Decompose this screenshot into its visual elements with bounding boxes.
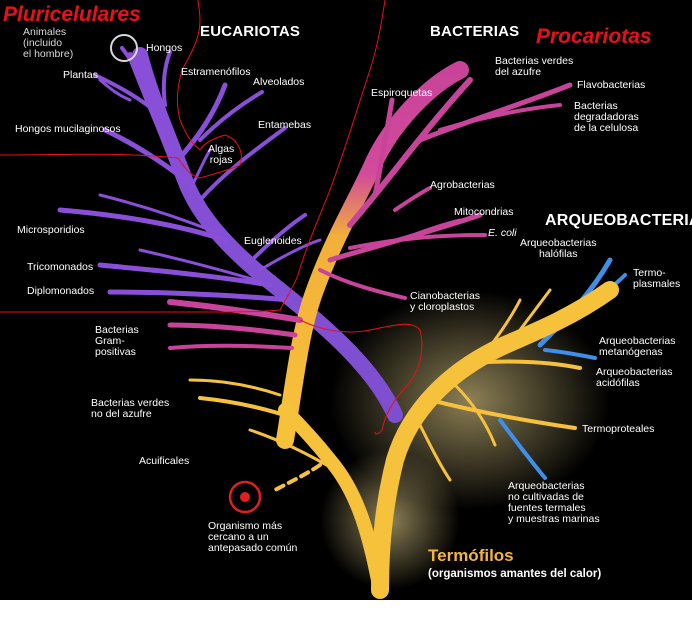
branch-alveolados (198, 90, 264, 142)
label-termoproteales: Termoproteales (582, 423, 655, 435)
root-left (278, 403, 387, 597)
label-diplomonados: Diplomonados (27, 285, 95, 297)
branch-flavobacterias (417, 82, 573, 143)
label-acuificales: Acuificales (139, 455, 190, 467)
thermophiles-title: Termófilos (428, 546, 514, 565)
tree-of-life-diagram: Pluricelulares Procariotas EUCARIOTAS BA… (0, 0, 692, 600)
branch-ecoli (348, 233, 487, 250)
branch-agrobacterias (393, 186, 432, 212)
domain-eucariotas: EUCARIOTAS (200, 23, 301, 40)
label-entamebas: Entamebas (258, 119, 312, 131)
label-bacterias-verdes-no-azufre: Bacterias verdes no del azufre (91, 397, 170, 420)
label-metanogenas: Arqueobacterias metanógenas (599, 335, 676, 358)
label-microsporidios: Microsporidios (17, 224, 85, 236)
branch-hongos-sub (120, 46, 152, 97)
bacteria-branches (167, 61, 573, 449)
bacteria-trunk (276, 61, 469, 449)
branch-euglenoides-sub (258, 238, 322, 272)
branch-acuificales (248, 428, 337, 472)
branch-acidofilas (458, 359, 582, 370)
label-no-cultivadas: Arqueobacterias no cultivadas de fuentes… (508, 480, 600, 525)
branch-archaea-sub (478, 298, 522, 362)
branch-plantas-sub (98, 78, 132, 102)
label-euglenoides: Euglenoides (244, 235, 302, 247)
branch-termoproteales (428, 398, 577, 430)
thermophile-branches (188, 281, 619, 599)
branch-root-sub (418, 423, 452, 482)
label-animales: Animales (incluido el hombre) (23, 26, 74, 60)
branch-hongos-mucilaginosos (102, 127, 188, 183)
outline-eukaryote-top (0, 0, 242, 179)
label-acidofilas: Arqueobacterias acidófilas (596, 366, 673, 389)
branch-degradadoras (438, 103, 562, 132)
branch-no-cultivadas (498, 418, 547, 480)
root-trunk (371, 281, 619, 599)
branch-microsporidios (57, 207, 228, 243)
label-algas-rojas: Algas rojas (208, 143, 235, 166)
branch-bacterias-verdes (347, 77, 473, 228)
branch-verdes-no-azufre-2 (188, 378, 282, 397)
label-mitocondrias: Mitocondrias (454, 206, 514, 218)
branch-ecoli-sub (398, 218, 462, 242)
branch-estramenofilos (175, 82, 228, 163)
ancestor-dashed-link (273, 463, 322, 492)
label-ecoli: E. coli (488, 227, 517, 239)
thermophiles-subtitle: (organismos amantes del calor) (428, 568, 602, 580)
branch-plantas (93, 73, 162, 117)
label-espiroquetas: Espiroquetas (371, 87, 433, 99)
annotation-procariotas: Procariotas (536, 25, 652, 48)
human-marker-circle (110, 34, 138, 62)
label-halofilas: Arqueobacterias halófilas (520, 237, 597, 260)
branch-metanogenas (543, 348, 597, 360)
branch-cianobacterias (318, 268, 407, 300)
label-plantas: Plantas (63, 69, 99, 81)
branch-tricomonados-sub (138, 248, 257, 282)
branch-termoproteales-sub (453, 383, 497, 447)
ancestor-marker-circle (228, 480, 262, 514)
label-termoplasmales: Termo- plasmales (633, 267, 681, 290)
branch-euglenoides (248, 213, 307, 264)
label-alveolados: Alveolados (253, 76, 305, 88)
label-agrobacterias: Agrobacterias (430, 179, 495, 191)
label-bacterias-gram: Bacterias Gram- positivas (95, 324, 139, 358)
label-organismo-ancestral: Organismo más cercano a un antepasado co… (208, 520, 298, 554)
branch-microsporidios-sub (98, 193, 217, 234)
label-cianobacterias: Cianobacterias y cloroplastos (410, 290, 481, 313)
phylogenetic-tree (0, 0, 627, 599)
branch-verdes-no-azufre (198, 396, 302, 422)
branch-gram-3 (168, 343, 294, 350)
domain-arqueobacterias: ARQUEOBACTERIAS (545, 212, 692, 229)
branch-gram-2 (167, 322, 298, 338)
branch-tricomonados (97, 262, 273, 288)
label-flavobacterias: Flavobacterias (577, 79, 646, 91)
annotation-outlines (0, 0, 423, 435)
label-bacterias-verdes-azufre: Bacterias verdes del azufre (495, 55, 574, 78)
eukaryote-trunk (132, 47, 403, 423)
label-hongos: Hongos (146, 42, 183, 54)
label-hongos-mucilaginosos: Hongos mucilaginosos (15, 123, 121, 135)
branch-hongos (161, 50, 172, 107)
label-estramenofilos: Estramenófilos (181, 66, 251, 78)
branch-archaea-sub-2 (503, 288, 552, 352)
domain-bacterias: BACTERIAS (430, 23, 520, 40)
outline-procariotas (299, 319, 423, 435)
label-tricomonados: Tricomonados (27, 261, 94, 273)
outline-eukaryote-right (0, 0, 386, 313)
branch-espiroquetas (372, 97, 395, 198)
annotation-pluricelulares: Pluricelulares (3, 3, 141, 26)
label-degradadoras: Bacterias degradadoras de la celulosa (574, 100, 639, 134)
branch-algas (188, 148, 212, 192)
branch-diplomonados (107, 289, 293, 303)
eukaryote-branches (57, 46, 403, 423)
branch-gram (167, 299, 303, 323)
ancestor-marker-dot (240, 492, 250, 502)
